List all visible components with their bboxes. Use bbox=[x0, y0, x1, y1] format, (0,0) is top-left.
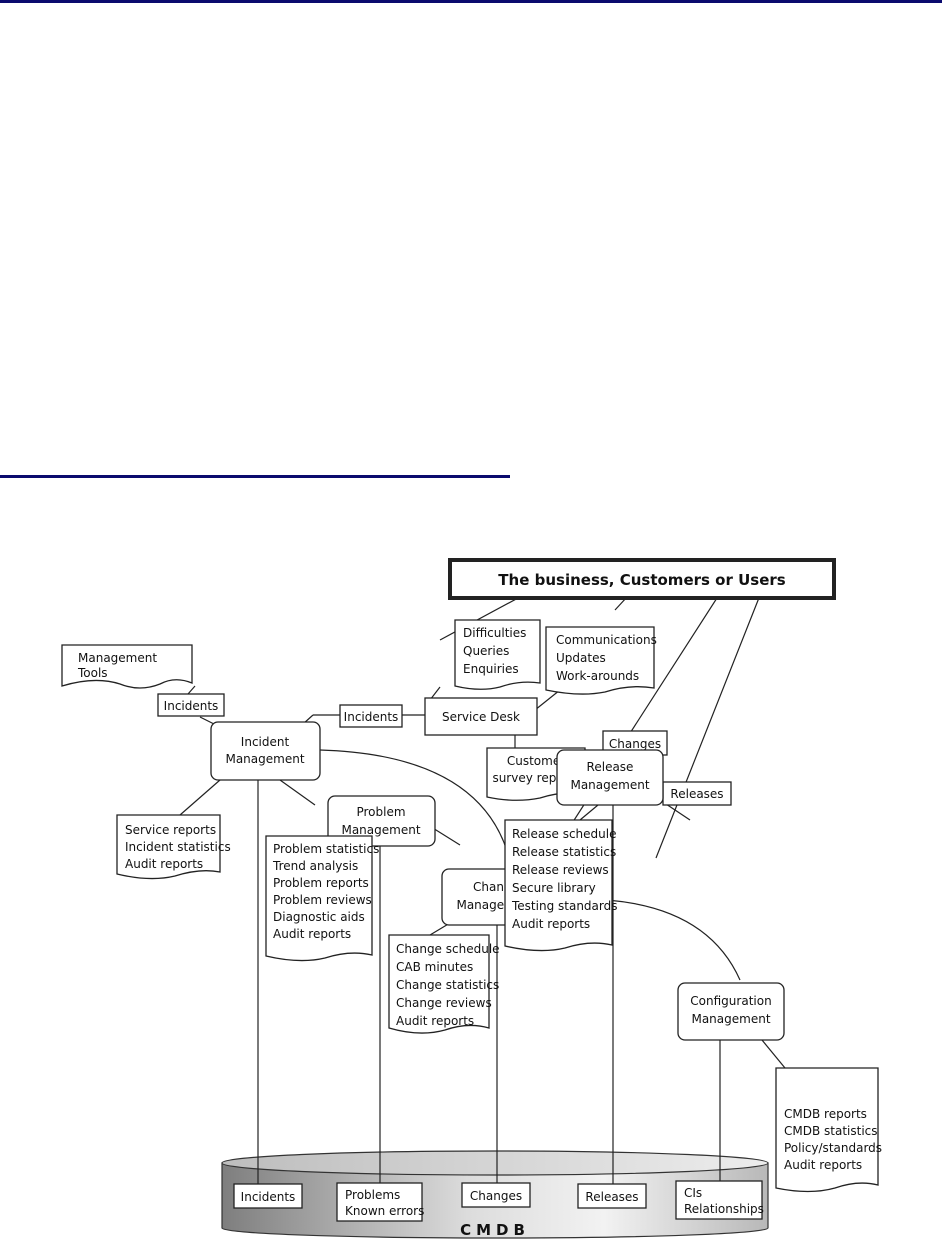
svg-text:Relationships: Relationships bbox=[684, 1202, 764, 1216]
svg-text:Known errors: Known errors bbox=[345, 1204, 424, 1218]
svg-text:Release reviews: Release reviews bbox=[512, 863, 609, 877]
svg-text:Configuration: Configuration bbox=[690, 994, 771, 1008]
service-desk-box: Service Desk bbox=[424, 697, 538, 736]
release-management-box: Release Management bbox=[556, 749, 664, 806]
svg-text:Diagnostic aids: Diagnostic aids bbox=[273, 910, 365, 924]
svg-text:Management: Management bbox=[341, 823, 420, 837]
top-rule bbox=[0, 0, 942, 3]
cmdb-problems-label: Problems Known errors bbox=[336, 1182, 424, 1222]
svg-text:Service Desk: Service Desk bbox=[442, 710, 520, 724]
cmdb-reports-doc: CMDB reports CMDB statistics Policy/stan… bbox=[775, 1067, 882, 1193]
business-box: The business, Customers or Users bbox=[448, 558, 836, 600]
incidents-label-a: Incidents bbox=[157, 693, 225, 717]
svg-text:Management: Management bbox=[225, 752, 304, 766]
svg-text:Communications: Communications bbox=[556, 633, 657, 647]
incidents-label-b: Incidents bbox=[339, 704, 403, 728]
svg-text:Problem reviews: Problem reviews bbox=[273, 893, 372, 907]
svg-text:Problem: Problem bbox=[356, 805, 405, 819]
svg-text:Audit reports: Audit reports bbox=[273, 927, 351, 941]
change-reports-doc: Change schedule CAB minutes Change stati… bbox=[388, 934, 500, 1034]
svg-text:Updates: Updates bbox=[556, 651, 606, 665]
svg-text:Audit reports: Audit reports bbox=[396, 1014, 474, 1028]
cmdb-incidents-label: Incidents bbox=[233, 1183, 303, 1209]
svg-text:CAB minutes: CAB minutes bbox=[396, 960, 473, 974]
service-reports-doc: Service reports Incident statistics Audi… bbox=[116, 814, 231, 880]
svg-text:CMDB statistics: CMDB statistics bbox=[784, 1124, 878, 1138]
svg-text:CIs: CIs bbox=[684, 1186, 702, 1200]
mgmt-tools-line-1: Management bbox=[78, 651, 157, 665]
svg-text:Policy/standards: Policy/standards bbox=[784, 1141, 882, 1155]
cmdb-title: CMDB bbox=[460, 1221, 530, 1239]
svg-text:Service reports: Service reports bbox=[125, 823, 216, 837]
svg-text:Difficulties: Difficulties bbox=[463, 626, 526, 640]
svg-text:Change statistics: Change statistics bbox=[396, 978, 499, 992]
svg-text:Incident: Incident bbox=[241, 735, 290, 749]
svg-text:Problem statistics: Problem statistics bbox=[273, 842, 379, 856]
svg-text:Change schedule: Change schedule bbox=[396, 942, 500, 956]
cmdb-releases-label: Releases bbox=[577, 1183, 647, 1209]
problem-management-box: Problem Management bbox=[327, 795, 436, 847]
svg-text:Management: Management bbox=[570, 778, 649, 792]
svg-text:Problem reports: Problem reports bbox=[273, 876, 369, 890]
svg-text:Incidents: Incidents bbox=[344, 710, 399, 724]
svg-text:Queries: Queries bbox=[463, 644, 509, 658]
svg-text:Release: Release bbox=[587, 760, 634, 774]
svg-text:Incidents: Incidents bbox=[241, 1190, 296, 1204]
cmdb-cis-label: CIs Relationships bbox=[675, 1180, 764, 1220]
svg-text:Management: Management bbox=[691, 1012, 770, 1026]
cmdb-changes-label: Changes bbox=[461, 1182, 531, 1208]
release-reports-doc: Release schedule Release statistics Rele… bbox=[504, 819, 617, 952]
svg-text:Work-arounds: Work-arounds bbox=[556, 669, 639, 683]
configuration-management-box: Configuration Management bbox=[677, 982, 785, 1041]
mgmt-tools-line-2: Tools bbox=[77, 666, 108, 680]
svg-text:Changes: Changes bbox=[609, 737, 661, 751]
svg-text:Enquiries: Enquiries bbox=[463, 662, 519, 676]
svg-text:Testing standards: Testing standards bbox=[511, 899, 617, 913]
svg-text:Releases: Releases bbox=[670, 787, 723, 801]
section-rule bbox=[0, 475, 510, 478]
svg-text:Problems: Problems bbox=[345, 1188, 400, 1202]
svg-text:Changes: Changes bbox=[470, 1189, 522, 1203]
management-tools-doc: Management Tools bbox=[61, 644, 193, 689]
svg-text:Release schedule: Release schedule bbox=[512, 827, 616, 841]
svg-text:Release statistics: Release statistics bbox=[512, 845, 616, 859]
svg-text:Incident statistics: Incident statistics bbox=[125, 840, 231, 854]
business-label: The business, Customers or Users bbox=[498, 571, 785, 589]
problem-reports-doc: Problem statistics Trend analysis Proble… bbox=[265, 835, 379, 962]
communications-doc: Communications Updates Work-arounds bbox=[545, 626, 657, 695]
svg-text:Audit reports: Audit reports bbox=[784, 1158, 862, 1172]
difficulties-doc: Difficulties Queries Enquiries bbox=[454, 619, 541, 690]
svg-text:Audit reports: Audit reports bbox=[125, 857, 203, 871]
svg-text:Incidents: Incidents bbox=[164, 699, 219, 713]
svg-text:Trend analysis: Trend analysis bbox=[272, 859, 358, 873]
svg-text:Secure library: Secure library bbox=[512, 881, 596, 895]
incident-management-box: Incident Management bbox=[210, 721, 321, 781]
svg-text:Audit reports: Audit reports bbox=[512, 917, 590, 931]
releases-label: Releases bbox=[662, 781, 732, 806]
svg-text:CMDB reports: CMDB reports bbox=[784, 1107, 867, 1121]
svg-text:Customer: Customer bbox=[507, 754, 565, 768]
svg-text:Change reviews: Change reviews bbox=[396, 996, 492, 1010]
svg-text:Releases: Releases bbox=[585, 1190, 638, 1204]
